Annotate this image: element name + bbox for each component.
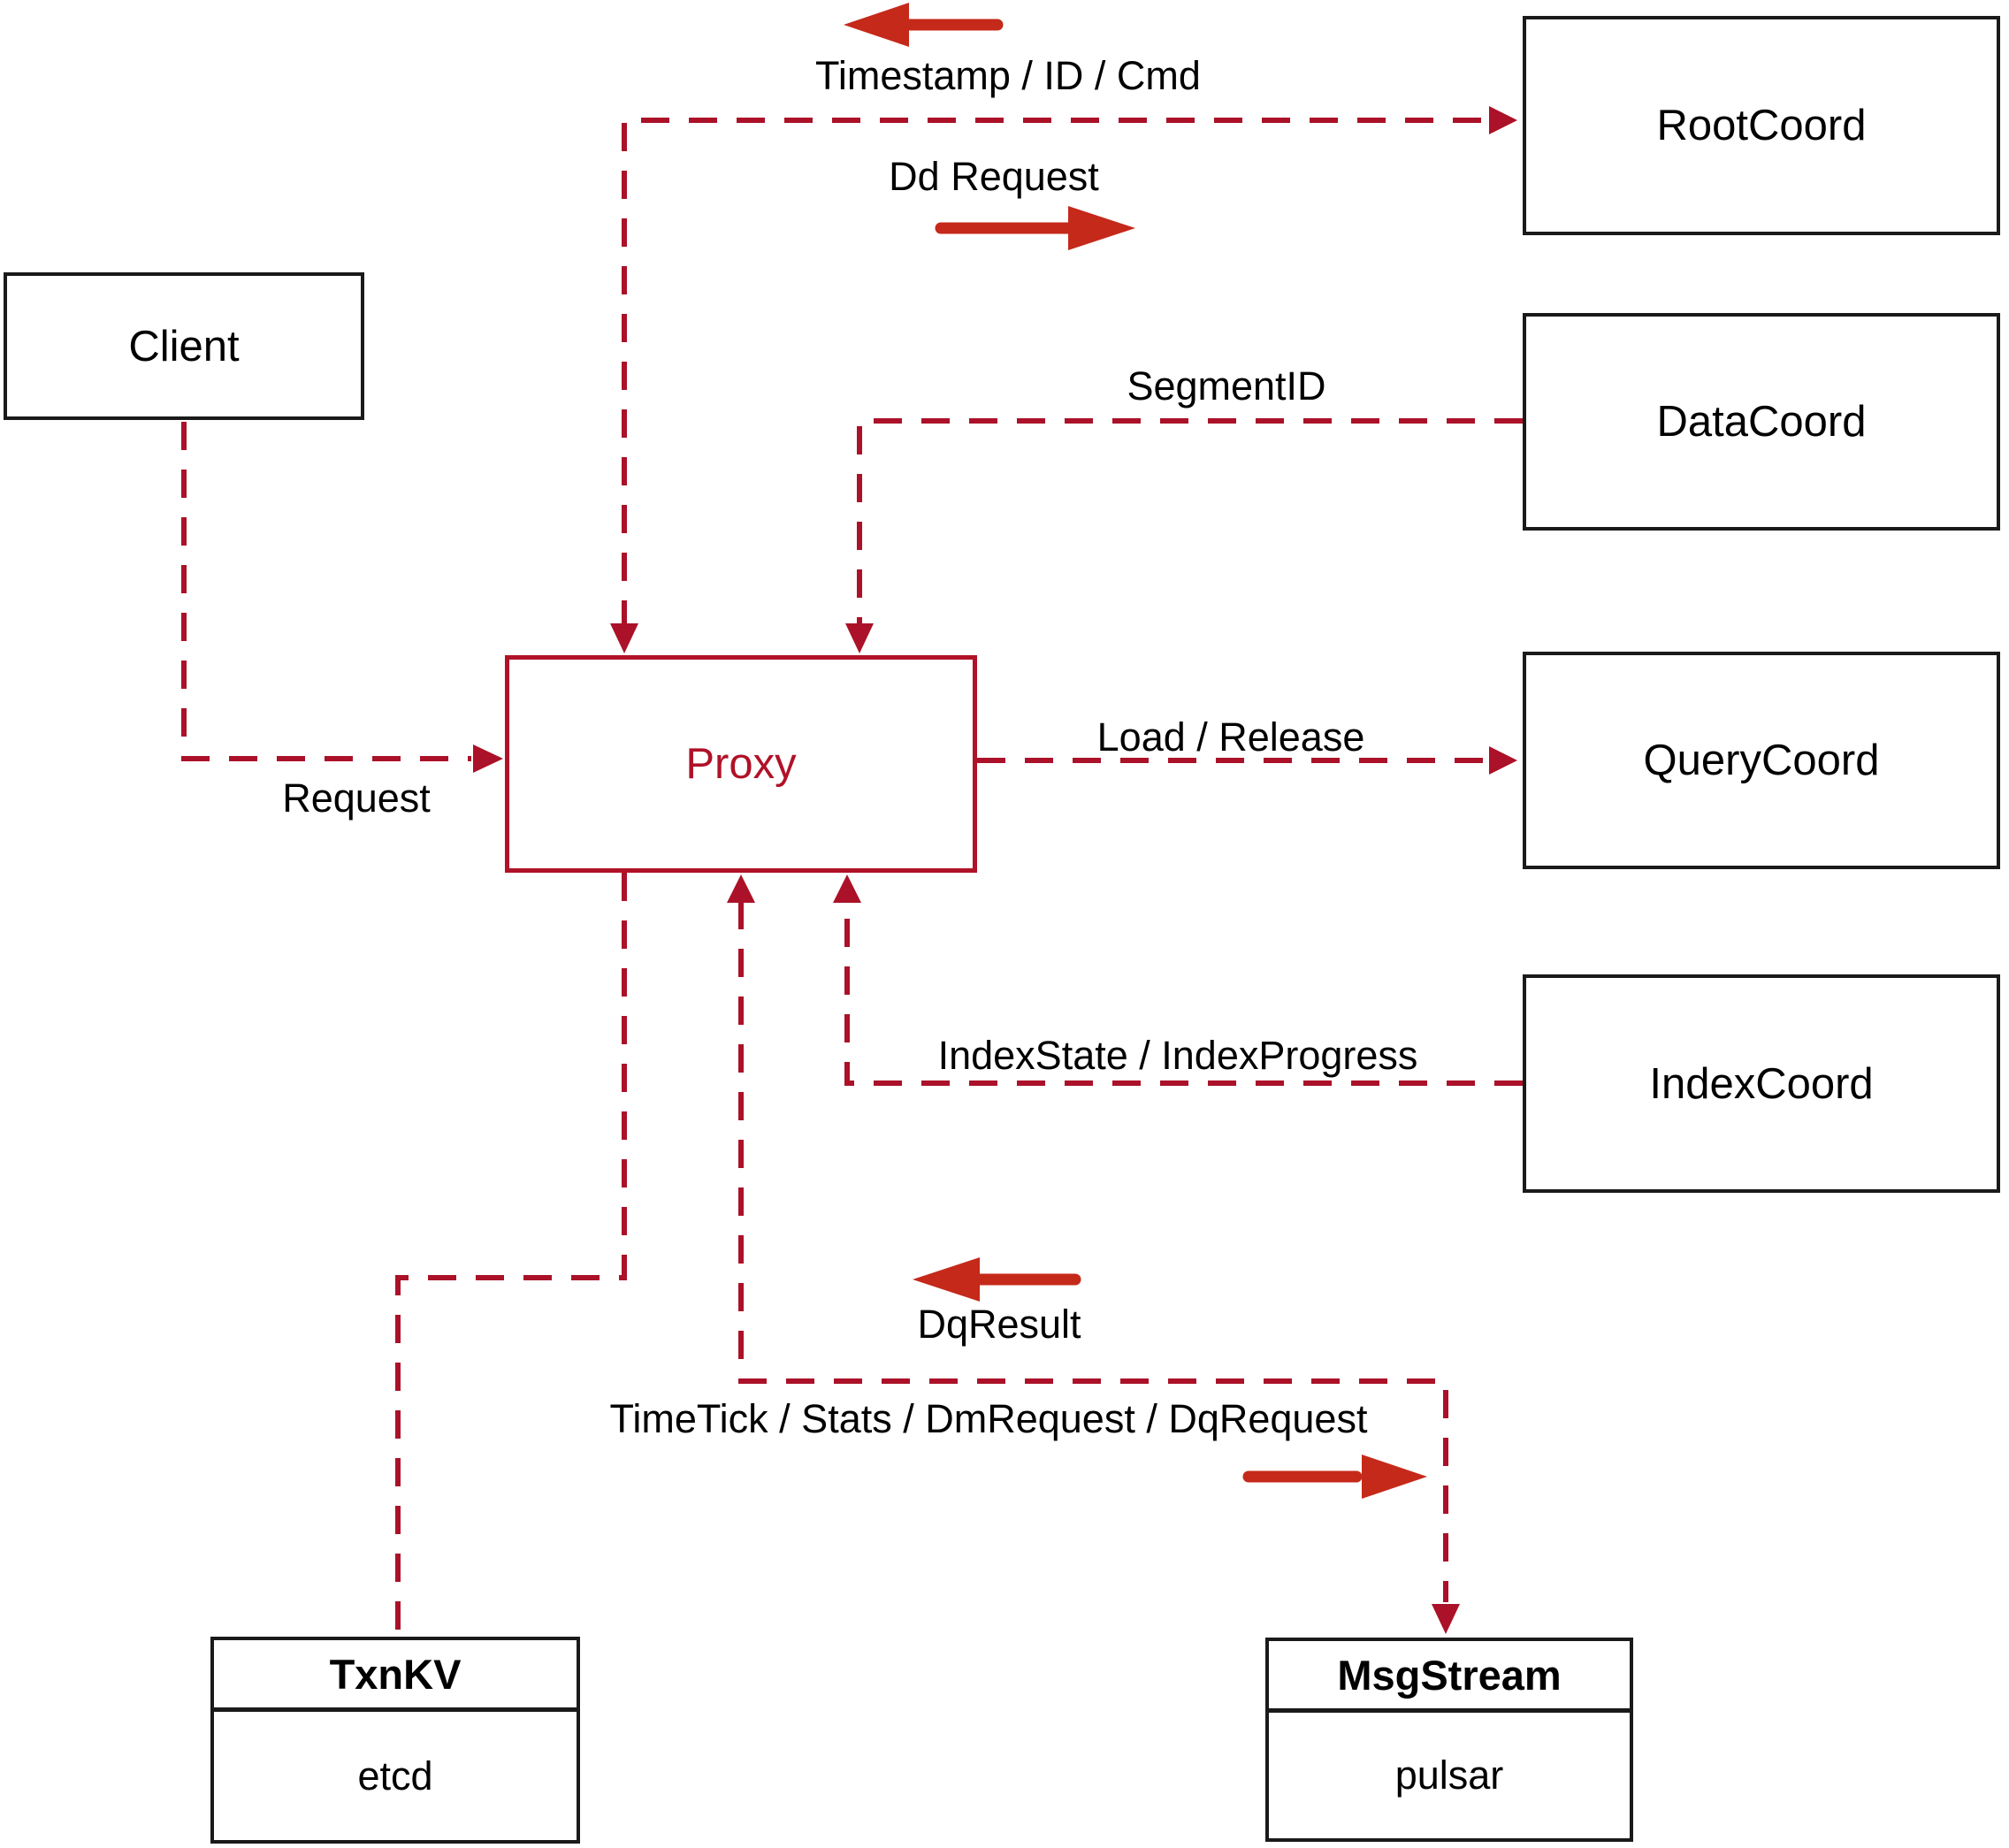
node-querycoord: QueryCoord [1523,652,2000,869]
node-txnkv-subtitle: etcd [357,1753,433,1798]
arrowhead-into-querycoord [1489,746,1517,775]
node-txnkv-title: TxnKV [214,1640,577,1712]
edge-label-request: Request [282,775,431,821]
node-rootcoord-label: RootCoord [1656,102,1867,149]
edge-indexcoord-proxy [844,901,1523,1086]
arrowhead-into-proxy-from-msgstream [727,874,755,903]
node-proxy: Proxy [505,655,977,873]
node-indexcoord-label: IndexCoord [1649,1059,1874,1108]
node-txnkv: TxnKV etcd [210,1637,580,1844]
node-rootcoord: RootCoord [1523,16,2000,235]
edge-proxy-msgstream [738,901,1448,1602]
right-arrow-dd-request-head [1068,206,1135,250]
arrowhead-into-rootcoord [1489,106,1517,134]
node-datacoord: DataCoord [1523,313,2000,531]
edge-client-proxy [181,422,471,761]
node-client: Client [4,272,364,420]
left-arrow-timestamp-head [844,3,909,47]
edge-datacoord-proxy [857,418,1523,627]
edge-label-segment-id: SegmentID [1127,363,1326,409]
node-proxy-label: Proxy [685,740,797,788]
edge-label-dd-request: Dd Request [889,154,1099,199]
edge-proxy-txnkv [395,873,627,1635]
node-datacoord-label: DataCoord [1656,398,1867,446]
node-msgstream-title: MsgStream [1269,1641,1630,1713]
right-arrow-timetick-head [1362,1455,1427,1499]
arrowhead-into-proxy-from-datacoord [845,623,874,653]
node-client-label: Client [128,322,240,370]
node-msgstream-subtitle: pulsar [1394,1753,1504,1798]
edge-proxy-rootcoord [622,118,1487,629]
node-msgstream: MsgStream pulsar [1265,1638,1633,1842]
node-querycoord-label: QueryCoord [1643,737,1880,784]
arrowhead-into-proxy-from-client [473,745,503,773]
left-arrow-dq-result-head [913,1257,980,1302]
edge-label-load-release: Load / Release [1096,714,1365,760]
arrowhead-into-proxy-from-indexcoord [833,874,861,903]
edge-label-timestamp-id-cmd: Timestamp / ID / Cmd [815,53,1201,98]
edge-label-dq-result: DqResult [917,1302,1081,1347]
edge-label-index-state-progress: IndexState / IndexProgress [937,1033,1418,1078]
node-indexcoord: IndexCoord [1523,974,2000,1193]
arrowhead-into-proxy-from-rootcoord [610,623,638,653]
edge-label-timetick-stats: TimeTick / Stats / DmRequest / DqRequest [609,1396,1368,1441]
arrowhead-into-msgstream [1432,1604,1460,1634]
